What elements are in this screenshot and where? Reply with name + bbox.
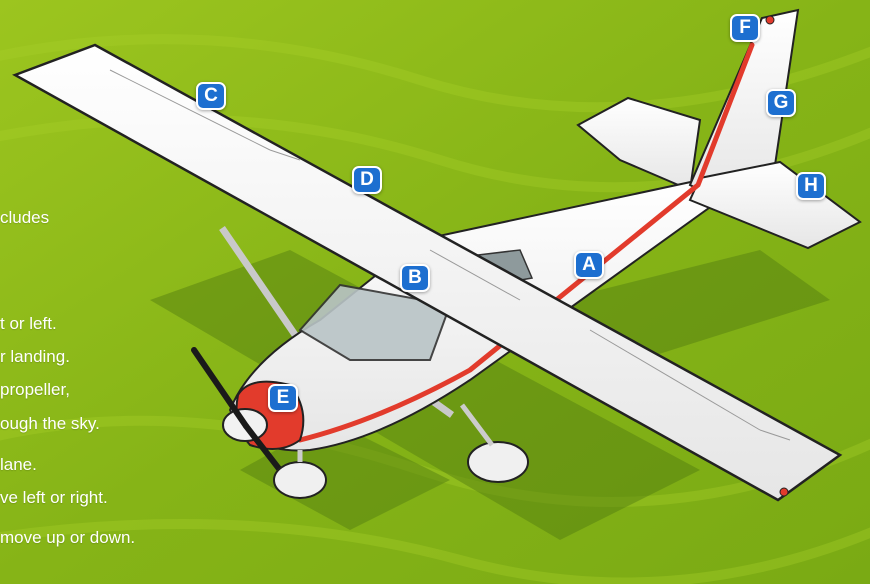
part-label-a[interactable]: A: [574, 251, 604, 279]
part-label-d[interactable]: D: [352, 166, 382, 194]
part-label-f[interactable]: F: [730, 14, 760, 42]
part-label-c[interactable]: C: [196, 82, 226, 110]
tail-light: [766, 16, 774, 24]
caption-line-2: t or left.: [0, 314, 57, 334]
caption-line-4: propeller,: [0, 380, 70, 400]
part-label-e[interactable]: E: [268, 384, 298, 412]
caption-line-3: r landing.: [0, 347, 70, 367]
part-label-h[interactable]: H: [796, 172, 826, 200]
caption-line-7: ve left or right.: [0, 488, 108, 508]
wingtip-light: [780, 488, 788, 496]
caption-line-1: cludes: [0, 208, 49, 228]
part-label-g[interactable]: G: [766, 89, 796, 117]
caption-line-5: ough the sky.: [0, 414, 100, 434]
caption-line-6: lane.: [0, 455, 37, 475]
caption-line-8: move up or down.: [0, 528, 135, 548]
part-label-b[interactable]: B: [400, 264, 430, 292]
